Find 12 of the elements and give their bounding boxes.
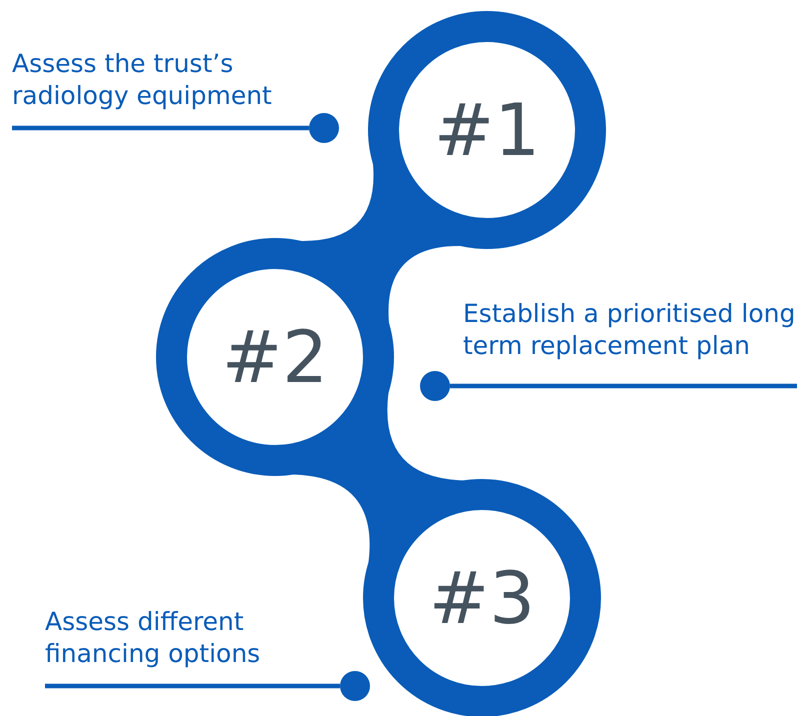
leader-line [12, 126, 309, 130]
leader-line [450, 384, 797, 388]
step-description: Assess different financing options [45, 606, 335, 670]
leader-dot [309, 113, 339, 143]
step-number: #3 [428, 562, 536, 634]
step-number: #1 [434, 94, 540, 166]
leader-line [45, 684, 340, 688]
step-description: Establish a prioritised long term replacement plan [463, 298, 797, 362]
leader-dot [420, 371, 450, 401]
leader-dot [340, 671, 370, 701]
step-number: #2 [222, 321, 328, 393]
step-description: Assess the trust’s radiology equipment [12, 48, 312, 112]
